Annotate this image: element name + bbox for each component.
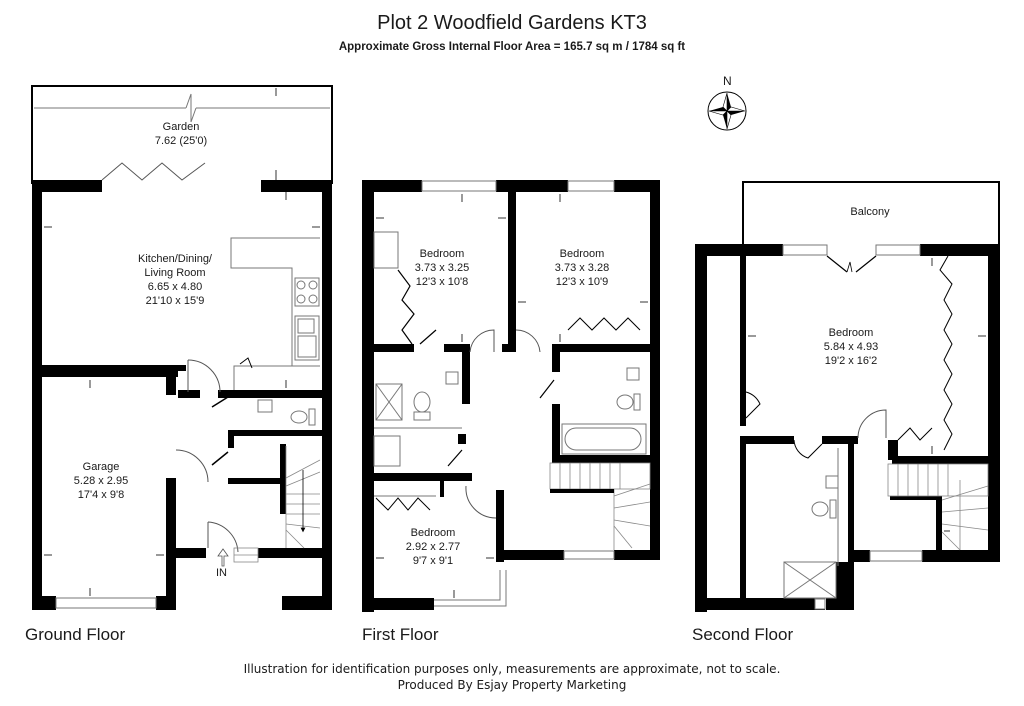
- room-label-bedroom-2: Bedroom 3.73 x 3.28 12'3 x 10'9: [555, 247, 609, 289]
- room-dimensions-imperial: 12'3 x 10'9: [555, 276, 609, 288]
- second-floor-plan: [695, 181, 1000, 612]
- second-floor-walls: [695, 244, 1000, 612]
- room-name: Bedroom: [828, 327, 874, 339]
- room-dimensions-metric: 5.84 x 4.93: [823, 341, 879, 353]
- plan-title: Plot 2 Woodfield Gardens KT3: [377, 12, 647, 34]
- disclaimer-text: Illustration for identification purposes…: [243, 662, 781, 676]
- room-dimensions-metric: 6.65 x 4.80: [147, 281, 203, 293]
- room-dimensions-imperial: 12'3 x 10'8: [415, 276, 469, 288]
- room-name: Balcony: [850, 206, 890, 218]
- first-floor-dimension-ticks: [376, 194, 648, 598]
- first-floor-stairs: [549, 462, 651, 550]
- floor-area-subtitle: Approximate Gross Internal Floor Area = …: [338, 41, 686, 53]
- garage-door: [55, 597, 157, 609]
- balcony-outline: [742, 181, 1000, 244]
- first-floor-windows: [421, 180, 615, 607]
- room-name: Garage: [82, 461, 120, 473]
- floor-label-first: First Floor: [362, 625, 439, 644]
- room-label-master-bedroom: Bedroom 5.84 x 4.93 19'2 x 16'2: [824, 326, 878, 368]
- room-label-bedroom-1: Bedroom 3.73 x 3.25 12'3 x 10'8: [415, 247, 469, 289]
- room-label-garden: Garden 7.62 (25'0): [155, 120, 207, 148]
- credit-text: Produced By Esjay Property Marketing: [397, 678, 627, 692]
- room-name-line2: Living Room: [144, 267, 206, 279]
- dimension-ticks: [44, 88, 320, 596]
- floor-label-second: Second Floor: [692, 625, 794, 644]
- room-name: Kitchen/Dining/: [138, 253, 212, 265]
- ground-floor-walls: [32, 180, 332, 610]
- first-floor-doors: [375, 269, 641, 519]
- room-label-garage: Garage 5.28 x 2.95 17'4 x 9'8: [74, 460, 128, 502]
- first-floor-plan: [362, 180, 660, 612]
- ground-floor-plan: [31, 85, 333, 610]
- room-name: Bedroom: [410, 527, 456, 539]
- first-floor-walls: [362, 180, 660, 612]
- second-floor-fittings: [783, 448, 839, 599]
- second-floor-doors: [745, 255, 953, 459]
- room-dimensions-metric: 3.73 x 3.28: [554, 262, 610, 274]
- compass-north-label: N: [723, 74, 732, 88]
- room-name: Garden: [162, 121, 200, 133]
- room-label-bedroom-3: Bedroom 2.92 x 2.77 9'7 x 9'1: [406, 526, 460, 568]
- room-label-kitchen-dining-living: Kitchen/Dining/ Living Room 6.65 x 4.80 …: [138, 252, 212, 308]
- second-floor-dimension-ticks: [748, 258, 986, 532]
- room-label-balcony: Balcony: [850, 205, 889, 219]
- bifold-door: [101, 162, 206, 181]
- room-name: Bedroom: [419, 248, 465, 260]
- second-floor-windows: [782, 244, 923, 610]
- room-dimensions-metric: 2.92 x 2.77: [405, 541, 461, 553]
- room-dimensions-imperial: 19'2 x 16'2: [824, 355, 878, 367]
- room-dimensions-imperial: 21'10 x 15'9: [145, 295, 205, 307]
- room-dimensions-metric: 3.73 x 3.25: [414, 262, 470, 274]
- door-swings: [175, 359, 239, 553]
- second-floor-stairs: [887, 463, 989, 551]
- compass-rose-icon: [707, 91, 747, 131]
- room-dimensions-imperial: 9'7 x 9'1: [412, 555, 454, 567]
- room-dimensions-metric: 5.28 x 2.95: [73, 475, 129, 487]
- room-name: Bedroom: [559, 248, 605, 260]
- entrance-arrow-icon: [217, 548, 229, 567]
- garden-area: [31, 85, 333, 184]
- entrance-label: IN: [216, 567, 227, 579]
- kitchen-units: [230, 237, 320, 426]
- room-dimensions-imperial: 17'4 x 9'8: [77, 489, 125, 501]
- floor-label-ground: Ground Floor: [25, 625, 126, 644]
- ground-floor-stairs: [233, 446, 321, 563]
- room-dimensions-metric: 7.62 (25'0): [154, 135, 208, 147]
- first-floor-fittings: [373, 231, 647, 497]
- garden-fence-line: [34, 93, 330, 123]
